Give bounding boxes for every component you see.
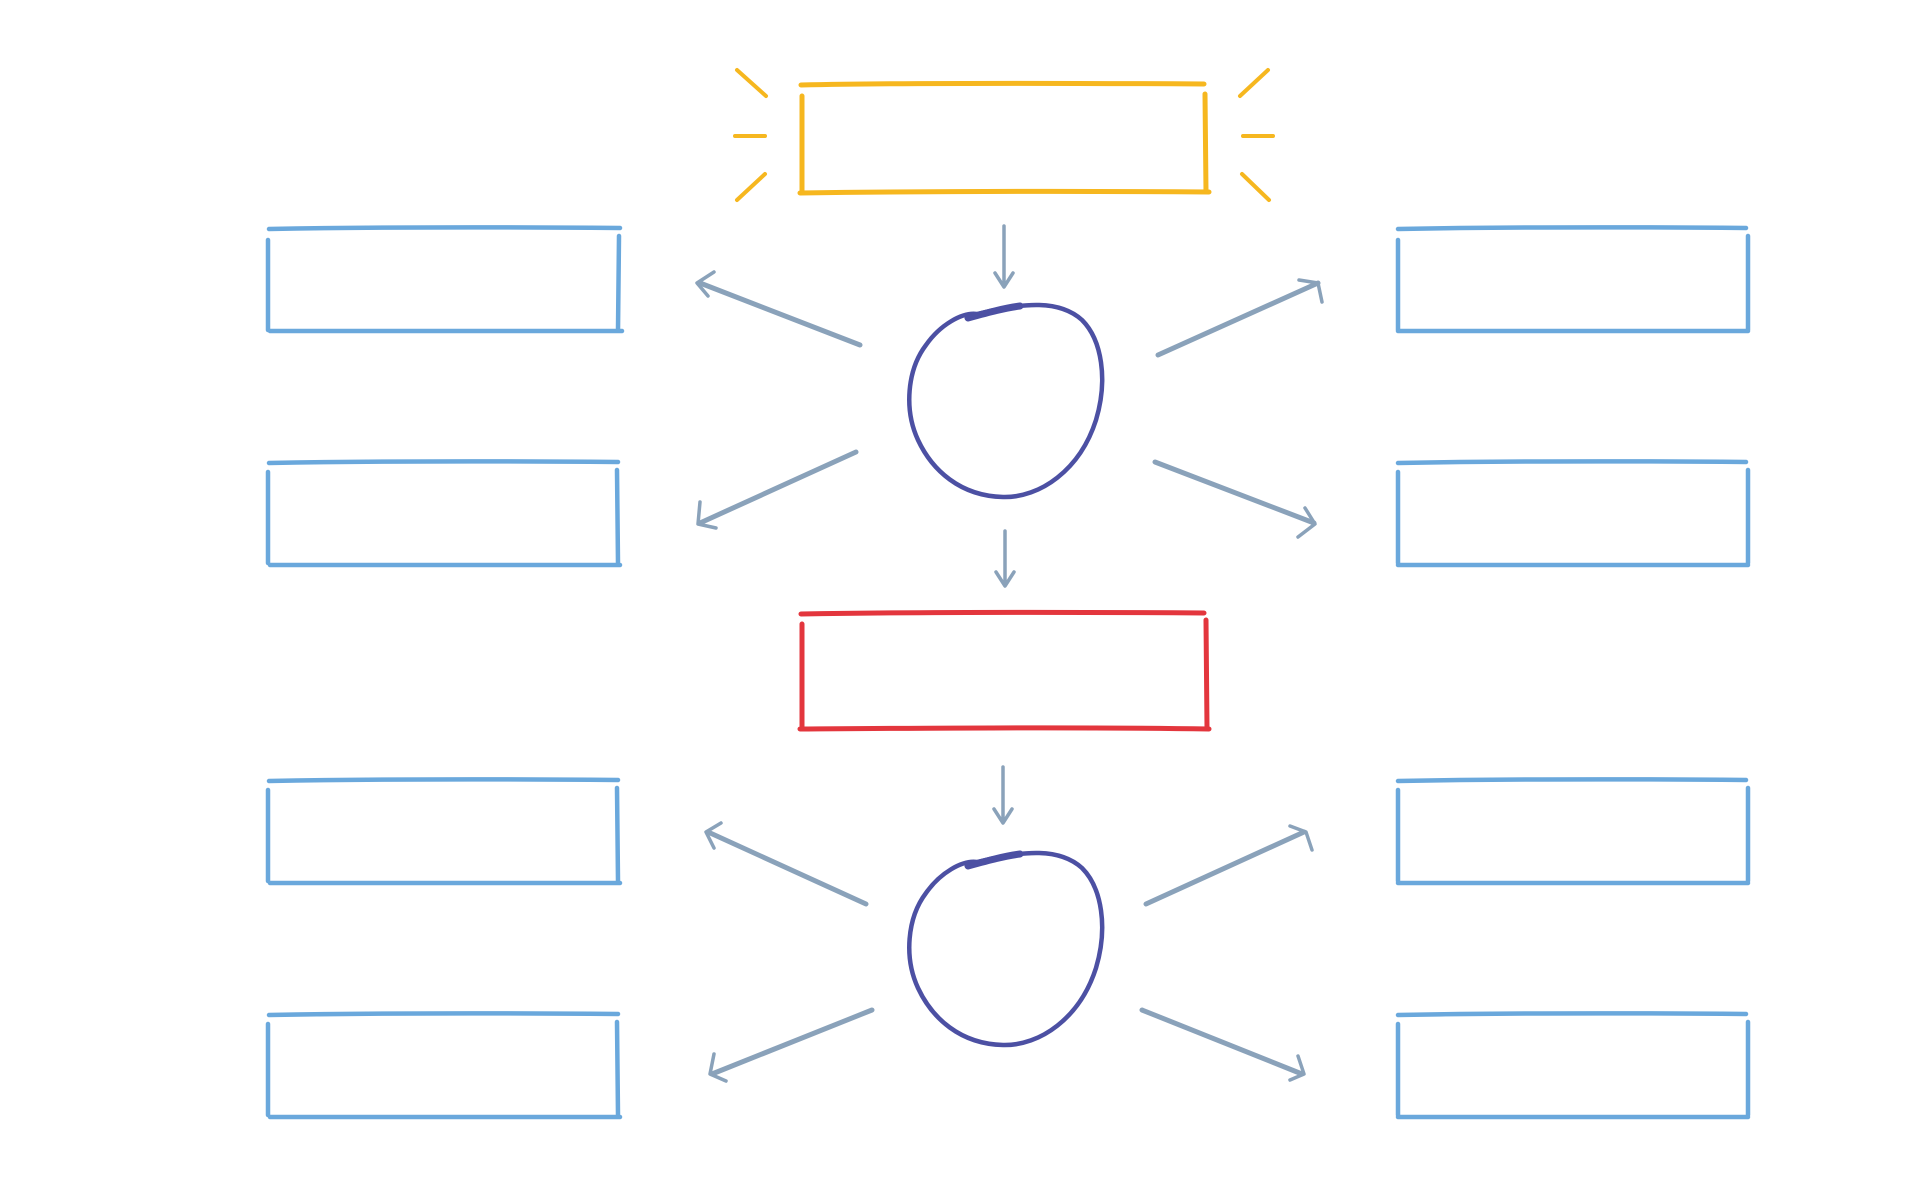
box-right-4[interactable] bbox=[1395, 1011, 1751, 1120]
arrow-to-box-left-3 bbox=[704, 821, 869, 907]
start-box[interactable] bbox=[797, 80, 1212, 196]
arrow-to-box-left-1 bbox=[695, 270, 863, 348]
box-left-1[interactable] bbox=[265, 225, 625, 334]
box-right-1[interactable] bbox=[1395, 225, 1751, 334]
arrow-to-box-right-4 bbox=[1139, 1007, 1306, 1082]
arrow-down-2 bbox=[994, 529, 1016, 588]
box-left-4[interactable] bbox=[265, 1011, 623, 1120]
highlight-rays bbox=[733, 68, 1275, 202]
arrow-to-box-right-1 bbox=[1155, 278, 1324, 358]
hub-circle-2[interactable] bbox=[907, 850, 1105, 1048]
arrow-to-box-left-4 bbox=[708, 1007, 875, 1083]
arrow-to-box-right-3 bbox=[1143, 824, 1314, 907]
hub-circle-1[interactable] bbox=[907, 302, 1105, 500]
arrow-to-box-right-2 bbox=[1152, 459, 1317, 539]
arrow-to-box-left-2 bbox=[696, 449, 859, 530]
box-right-2[interactable] bbox=[1395, 459, 1751, 568]
arrow-down-3 bbox=[992, 765, 1014, 825]
box-left-2[interactable] bbox=[265, 459, 623, 568]
box-right-3[interactable] bbox=[1395, 777, 1751, 886]
arrow-down-1 bbox=[993, 224, 1015, 289]
box-left-3[interactable] bbox=[265, 777, 623, 886]
middle-box[interactable] bbox=[797, 609, 1212, 732]
